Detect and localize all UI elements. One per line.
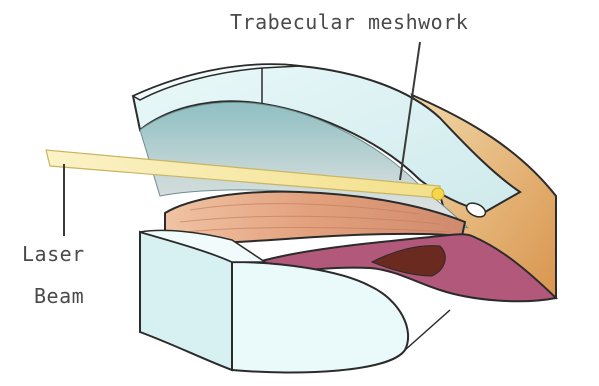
label-beam: Beam <box>34 286 84 306</box>
label-trabecular-meshwork: Trabecular meshwork <box>230 12 468 32</box>
laser-focus-spot <box>432 188 444 200</box>
lens-face <box>232 262 408 373</box>
zonules <box>405 310 450 350</box>
label-laser: Laser <box>22 244 85 264</box>
